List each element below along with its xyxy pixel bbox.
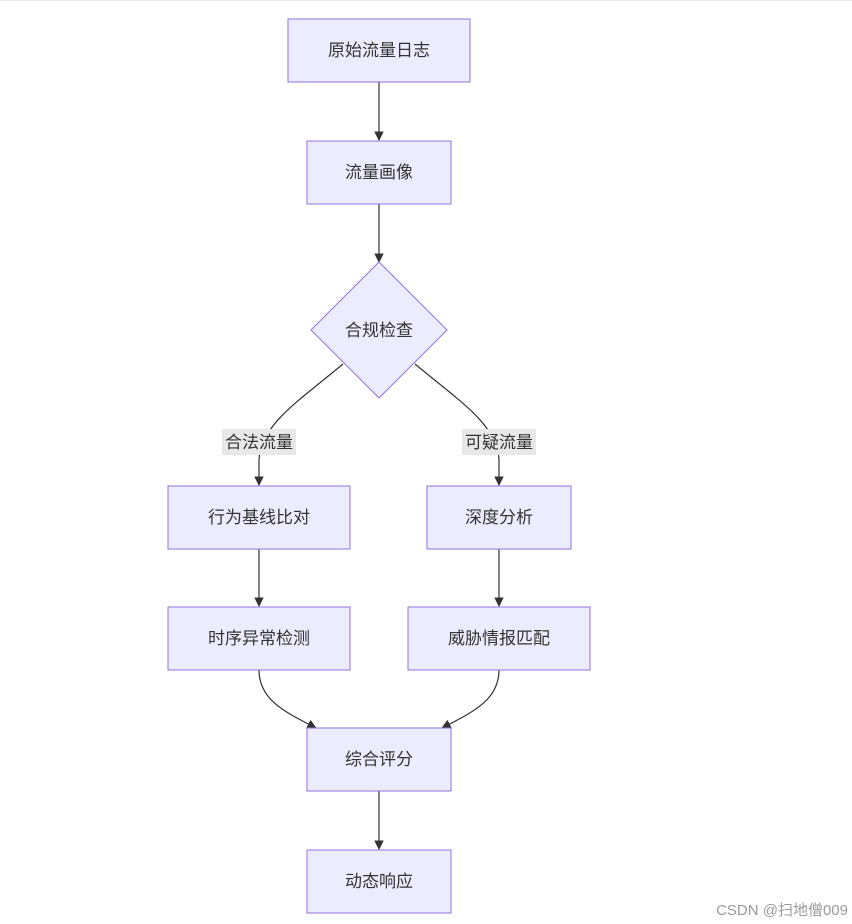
node-deep-analysis: 深度分析 [426, 485, 572, 550]
node-timeseries-anomaly-label: 时序异常检测 [208, 629, 310, 649]
node-combined-score: 综合评分 [306, 727, 452, 792]
node-traffic-profile: 流量画像 [306, 140, 452, 205]
node-threat-intel: 威胁情报匹配 [407, 606, 591, 671]
node-deep-analysis-label: 深度分析 [465, 508, 533, 528]
node-threat-intel-label: 威胁情报匹配 [448, 629, 550, 649]
node-compliance-check: 合规检查 [310, 261, 448, 399]
node-dynamic-response: 动态响应 [306, 849, 452, 914]
node-baseline-compare-label: 行为基线比对 [208, 508, 310, 528]
node-compliance-check-label: 合规检查 [345, 321, 413, 341]
edge-label-suspicious: 可疑流量 [462, 429, 536, 455]
edge-label-legit: 合法流量 [222, 429, 296, 455]
node-raw-logs-label: 原始流量日志 [328, 41, 430, 61]
node-dynamic-response-label: 动态响应 [345, 872, 413, 892]
edge-check-to-baseline [254, 363, 344, 486]
edge-label-suspicious-text: 可疑流量 [465, 433, 533, 453]
node-timeseries-anomaly: 时序异常检测 [167, 606, 351, 671]
edge-threat-to-score [441, 669, 500, 729]
edge-timeseries-to-score [258, 669, 317, 729]
node-combined-score-label: 综合评分 [345, 750, 413, 770]
node-traffic-profile-label: 流量画像 [345, 163, 413, 183]
node-baseline-compare: 行为基线比对 [167, 485, 351, 550]
node-raw-logs: 原始流量日志 [287, 18, 471, 83]
edge-label-legit-text: 合法流量 [225, 433, 293, 453]
watermark: CSDN @扫地僧009 [716, 902, 848, 919]
edge-check-to-deep [414, 363, 504, 486]
top-divider [0, 0, 852, 1]
